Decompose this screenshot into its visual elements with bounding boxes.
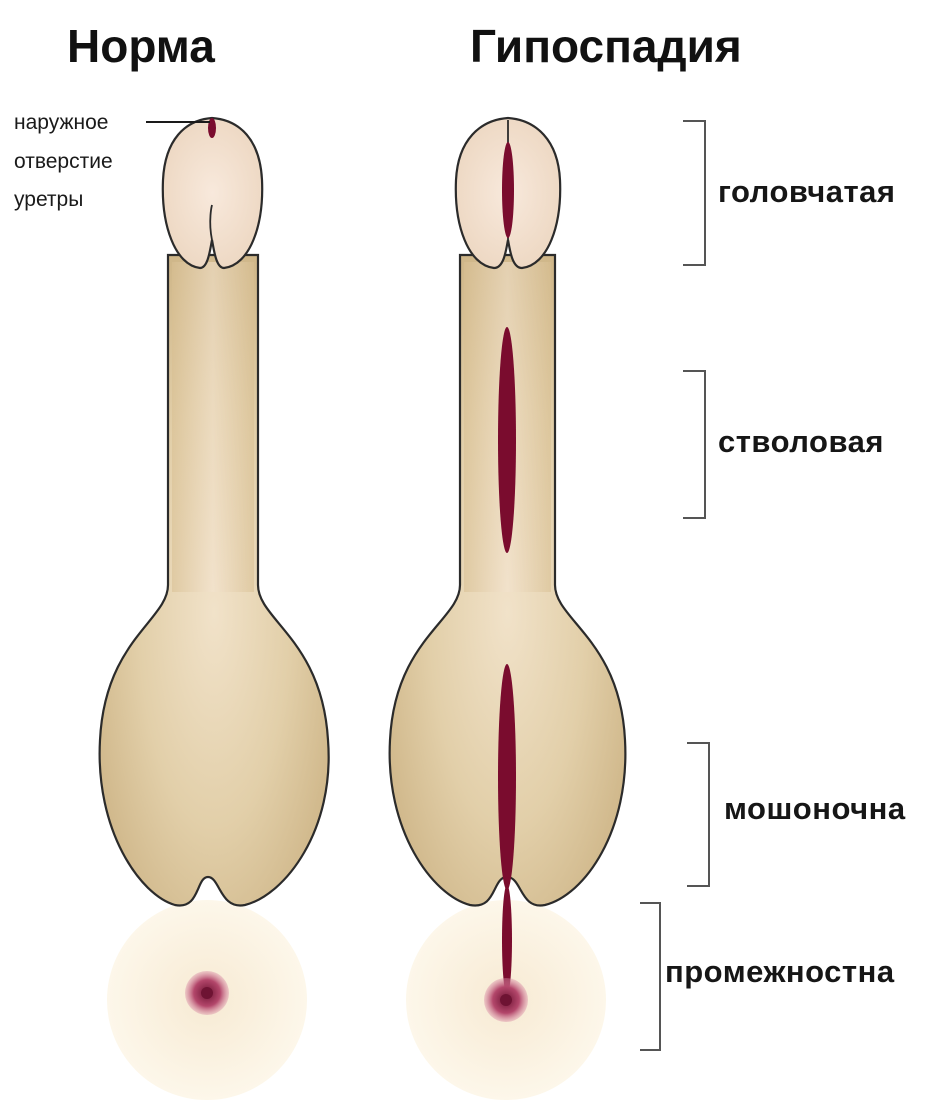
bracket-penile xyxy=(683,371,705,518)
annotation-line1: наружное xyxy=(14,111,108,134)
type-penile: стволовая xyxy=(683,371,884,518)
normal-anus xyxy=(185,971,229,1015)
hypospadias-figure xyxy=(390,118,626,1100)
glanular-meatus xyxy=(502,142,514,238)
penile-meatus xyxy=(498,327,516,553)
title-hypospadias: Гипоспадия xyxy=(470,20,742,72)
annotation-line2: отверстие xyxy=(14,150,113,173)
title-normal: Норма xyxy=(67,20,215,72)
type-scrotal: мошоночна xyxy=(687,743,906,886)
hypospadias-anus xyxy=(484,978,528,1022)
normal-figure xyxy=(100,118,329,1100)
type-glanular: головчатая xyxy=(683,121,896,265)
normal-glans xyxy=(163,118,262,268)
label-glanular: головчатая xyxy=(718,174,896,209)
scrotal-meatus xyxy=(498,664,516,890)
type-perineal: промежностна xyxy=(640,903,895,1050)
label-scrotal: мошоночна xyxy=(724,791,906,826)
label-penile: стволовая xyxy=(718,424,884,459)
normal-shaft-highlight xyxy=(172,262,254,592)
bracket-scrotal xyxy=(687,743,709,886)
label-perineal: промежностна xyxy=(665,954,895,989)
bracket-perineal xyxy=(640,903,660,1050)
annotation-line3: уретры xyxy=(14,188,83,211)
bracket-glanular xyxy=(683,121,705,265)
